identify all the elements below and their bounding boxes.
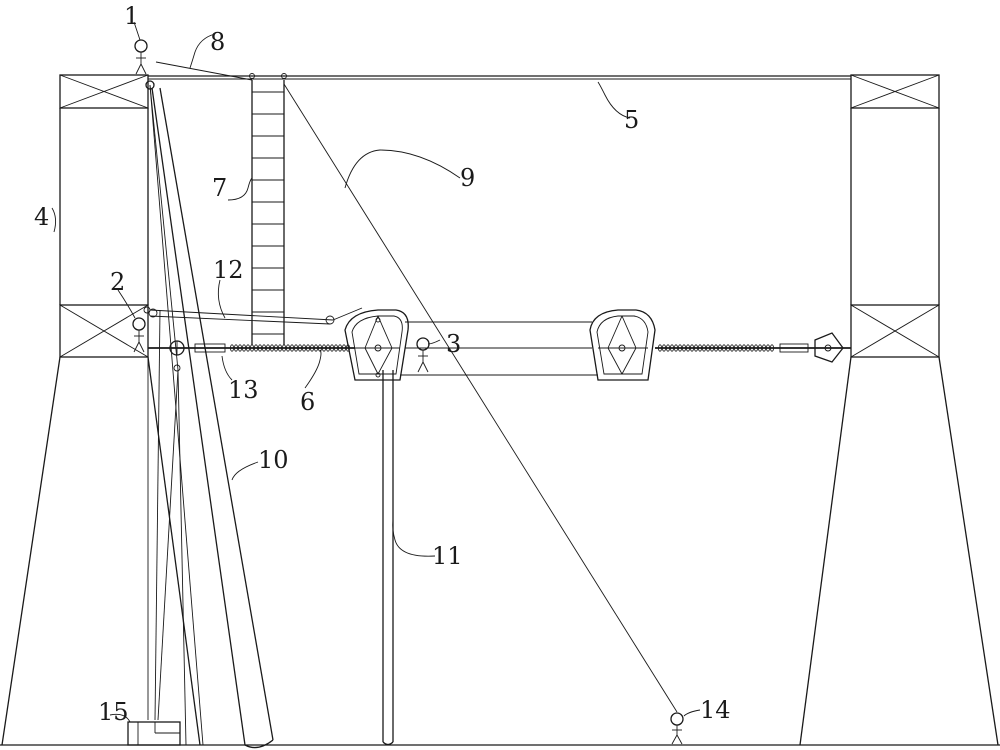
insulator-disc — [269, 344, 274, 352]
insulator-disc — [694, 344, 699, 352]
label-15: 15 — [98, 698, 129, 726]
insulator-disc — [309, 344, 314, 352]
callout-labels: 1 2 3 4 5 6 7 8 9 10 11 12 13 14 15 — [34, 2, 731, 726]
label-14: 14 — [700, 696, 731, 724]
insulator-disc — [329, 344, 334, 352]
label-9: 9 — [460, 164, 475, 192]
insulator-disc — [245, 344, 250, 352]
insulator-disc — [662, 344, 667, 352]
right-yoke-frame — [589, 309, 656, 381]
insulator-disc — [281, 344, 286, 352]
worker-1-icon — [134, 39, 148, 75]
insulator-disc — [301, 344, 306, 352]
label-12: 12 — [213, 256, 244, 284]
insulator-disc — [341, 344, 346, 352]
insulator-disc — [726, 344, 731, 352]
right-fitting — [779, 332, 844, 363]
insulator-disc — [321, 344, 326, 352]
insulator-disc — [297, 344, 302, 352]
insulator-disc — [261, 344, 266, 352]
insulator-disc — [714, 344, 719, 352]
left-tower — [1, 74, 201, 746]
insulator-disc — [698, 344, 703, 352]
insulator-disc — [710, 344, 715, 352]
pole-11 — [382, 370, 394, 746]
ladder — [249, 73, 287, 345]
insulator-disc — [706, 344, 711, 352]
insulator-disc — [754, 344, 759, 352]
insulator-disc — [742, 344, 747, 352]
insulator-disc — [313, 344, 318, 352]
insulator-disc — [734, 344, 739, 352]
insulator-disc — [766, 344, 771, 352]
insulator-disc — [718, 344, 723, 352]
label-1: 1 — [124, 2, 139, 30]
insulator-disc — [670, 344, 675, 352]
insulator-disc — [690, 344, 695, 352]
insulator-disc — [730, 344, 735, 352]
insulator-disc — [337, 344, 342, 352]
label-6: 6 — [300, 388, 315, 416]
insulator-disc — [265, 344, 270, 352]
pole-10 — [151, 87, 274, 749]
worker-14-icon — [670, 712, 684, 745]
insulator-disc — [233, 344, 238, 352]
insulator-disc — [289, 344, 294, 352]
label-7: 7 — [212, 174, 227, 202]
insulator-disc — [273, 344, 278, 352]
insulator-disc — [746, 344, 751, 352]
label-8: 8 — [210, 28, 225, 56]
leader-lines — [51, 21, 701, 723]
label-2: 2 — [110, 268, 125, 296]
insulator-disc — [738, 344, 743, 352]
insulator-disc — [750, 344, 755, 352]
insulator-disc — [257, 344, 262, 352]
insulator-disc — [702, 344, 707, 352]
insulator-disc — [674, 344, 679, 352]
insulator-disc — [333, 344, 338, 352]
worker-2-icon — [132, 317, 146, 353]
insulator-disc — [285, 344, 290, 352]
left-fitting — [143, 306, 335, 372]
label-13: 13 — [228, 376, 259, 404]
label-5: 5 — [624, 106, 639, 134]
insulator-disc — [686, 344, 691, 352]
hoist-ropes — [147, 82, 204, 746]
label-4: 4 — [34, 203, 49, 231]
insulator-disc — [682, 344, 687, 352]
insulator-disc — [237, 344, 242, 352]
rope-9 — [283, 83, 678, 713]
insulator-disc — [277, 344, 282, 352]
label-11: 11 — [432, 542, 463, 570]
insulator-disc — [770, 344, 775, 352]
insulator-disc — [317, 344, 322, 352]
insulator-disc — [658, 344, 663, 352]
insulator-disc — [249, 344, 254, 352]
rope-12 — [149, 309, 334, 321]
top-ground-wire — [148, 75, 851, 80]
insulator-disc — [241, 344, 246, 352]
insulator-disc — [762, 344, 767, 352]
right-tower — [799, 74, 999, 746]
insulator-disc — [253, 344, 258, 352]
insulator-disc — [758, 344, 763, 352]
label-3: 3 — [446, 330, 461, 358]
label-10: 10 — [258, 446, 289, 474]
insulator-disc — [666, 344, 671, 352]
top-pulley-icon — [145, 80, 155, 90]
insulator-disc — [293, 344, 298, 352]
winch-box-15 — [127, 721, 181, 746]
insulator-disc — [229, 344, 234, 352]
worker-3-icon — [416, 337, 430, 373]
insulator-disc — [722, 344, 727, 352]
insulator-disc — [678, 344, 683, 352]
insulator-disc — [305, 344, 310, 352]
rope-8 — [155, 61, 253, 81]
left-yoke-frame — [344, 309, 409, 381]
insulator-disc — [325, 344, 330, 352]
